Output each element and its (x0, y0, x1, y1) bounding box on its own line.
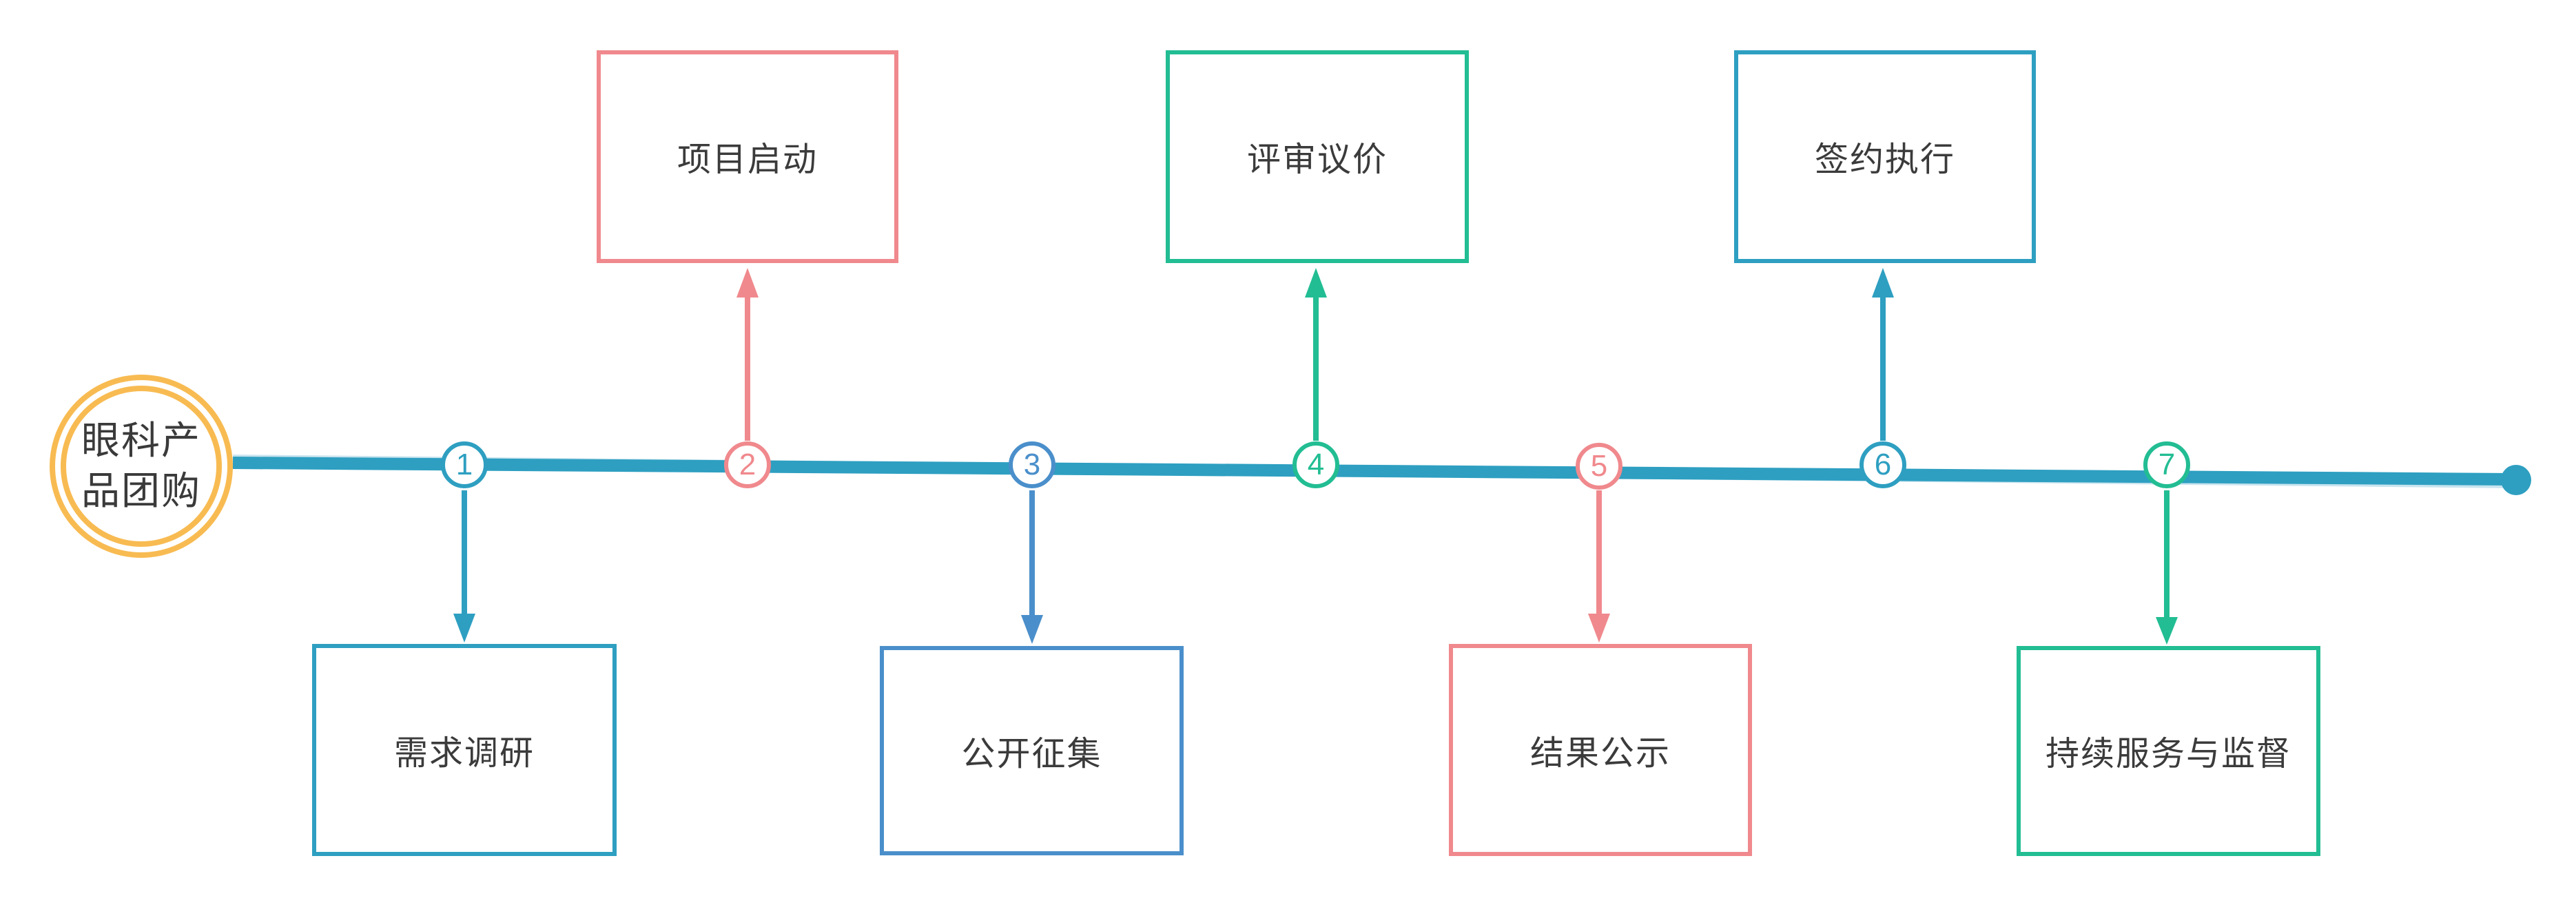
timeline-node-7: 7 (2143, 441, 2190, 488)
hub-label-line1: 眼科产 (81, 419, 201, 463)
timeline-node-1: 1 (441, 441, 488, 488)
stage-box-3: 公开征集 (880, 646, 1184, 855)
stage-box-label: 评审议价 (1246, 141, 1388, 178)
arrow-stage-6 (1872, 268, 1894, 441)
arrow-stage-5 (1588, 490, 1610, 643)
node-number: 5 (1590, 449, 1608, 483)
timeline-node-3: 3 (1009, 441, 1055, 488)
arrow-stage-4 (1305, 268, 1327, 441)
timeline-node-2: 2 (724, 441, 771, 488)
node-number: 1 (455, 448, 473, 481)
stage-box-label: 签约执行 (1814, 141, 1955, 178)
timeline-node-4: 4 (1292, 441, 1339, 488)
node-number: 7 (2158, 448, 2176, 481)
arrow-stage-1 (453, 490, 475, 643)
stage-box-4: 评审议价 (1166, 50, 1469, 263)
arrow-stage-3 (1021, 490, 1043, 644)
stage-box-2: 项目启动 (597, 50, 898, 263)
hub-circle: 眼科产 品团购 (50, 375, 233, 558)
arrow-stage-2 (736, 268, 759, 441)
stage-box-5: 结果公示 (1449, 644, 1752, 856)
timeline-node-6: 6 (1859, 441, 1906, 488)
hub-label: 眼科产 品团购 (55, 380, 227, 552)
arrow-stage-7 (2156, 490, 2178, 645)
node-number: 4 (1307, 448, 1325, 481)
hub-label-line2: 品团购 (81, 469, 201, 512)
stage-box-label: 结果公示 (1529, 734, 1671, 772)
stage-box-7: 持续服务与监督 (2017, 646, 2320, 856)
node-number: 6 (1874, 448, 1892, 481)
stage-box-label: 项目启动 (677, 141, 818, 178)
stage-box-6: 签约执行 (1734, 50, 2036, 263)
hub-inner-ring-icon (61, 386, 222, 547)
timeline-end-dot (2501, 465, 2531, 495)
stage-box-label: 持续服务与监督 (2045, 736, 2291, 773)
node-number: 3 (1023, 448, 1041, 481)
node-number: 2 (739, 448, 756, 481)
timeline-axis (232, 457, 2515, 486)
timeline-node-5: 5 (1576, 443, 1622, 490)
stage-box-1: 需求调研 (312, 644, 617, 856)
stage-box-label: 需求调研 (393, 734, 535, 772)
stage-box-label: 公开征集 (961, 735, 1102, 773)
